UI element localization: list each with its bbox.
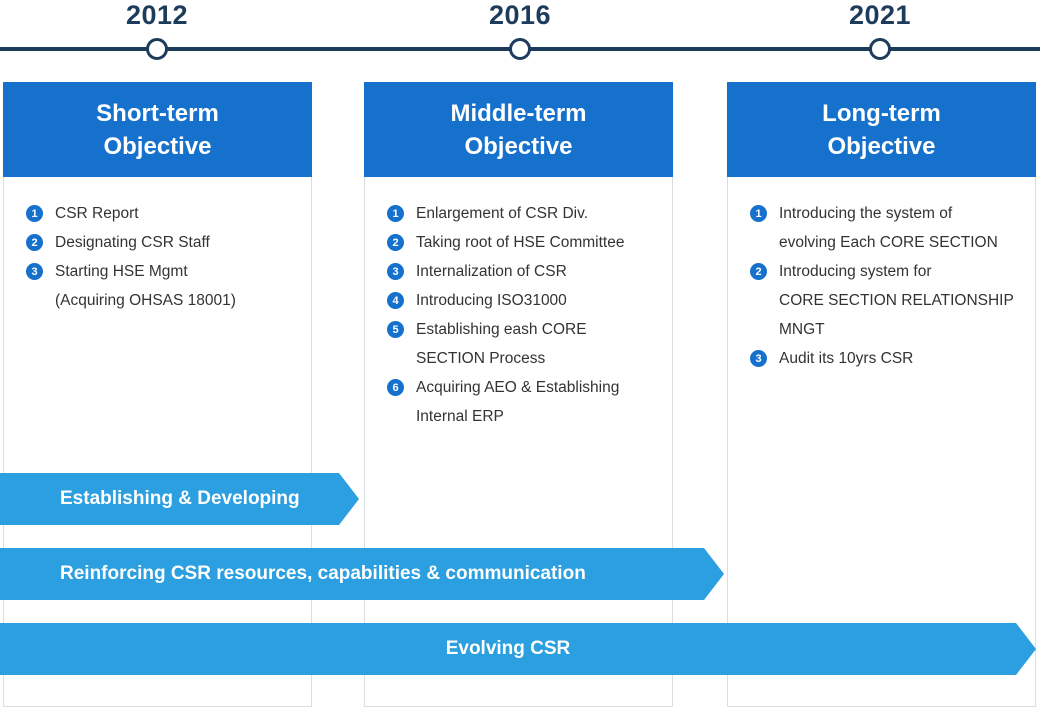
list-item-text: CSR Report <box>55 205 139 222</box>
arrow-evolving-csr: Evolving CSR <box>0 623 1036 675</box>
long-term-title-line2: Objective <box>827 132 936 160</box>
short-term-header: Short-term Objective <box>3 82 312 177</box>
middle-term-title-line2: Objective <box>464 132 573 160</box>
list-item-text: Audit its 10yrs CSR <box>779 350 914 367</box>
list-item: 4 Introducing ISO31000 <box>387 286 672 315</box>
middle-term-header: Middle-term Objective <box>364 82 673 177</box>
number-badge-icon: 6 <box>387 379 404 396</box>
list-item-text: Introducing ISO31000 <box>416 292 567 309</box>
list-item: 1 Introducing the system of evolving Eac… <box>750 199 1035 257</box>
list-item: 2 Introducing system for CORE SECTION RE… <box>750 257 1035 344</box>
list-item: 2 Designating CSR Staff <box>26 228 311 257</box>
middle-term-title-line1: Middle-term <box>450 99 587 127</box>
list-item: 6 Acquiring AEO & Establishing Internal … <box>387 373 672 431</box>
short-term-objective-list: 1 CSR Report 2 Designating CSR Staff 3 S… <box>4 177 311 315</box>
arrow-label: Establishing & Developing <box>60 488 300 509</box>
list-item-text: Internalization of CSR <box>416 263 567 280</box>
list-item-text: Enlargement of CSR Div. <box>416 205 588 222</box>
short-term-title-line1: Short-term <box>96 99 219 127</box>
number-badge-icon: 2 <box>750 263 767 280</box>
list-item: 3 Audit its 10yrs CSR <box>750 344 1035 373</box>
number-badge-icon: 5 <box>387 321 404 338</box>
number-badge-icon: 2 <box>387 234 404 251</box>
list-item: 2 Taking root of HSE Committee <box>387 228 672 257</box>
number-badge-icon: 1 <box>750 205 767 222</box>
arrow-label: Evolving CSR <box>445 638 571 659</box>
list-item-text: Introducing the system of evolving Each … <box>779 205 998 251</box>
number-badge-icon: 2 <box>26 234 43 251</box>
arrow-establishing-developing: Establishing & Developing <box>0 473 359 525</box>
list-item: 1 CSR Report <box>26 199 311 228</box>
long-term-header: Long-term Objective <box>727 82 1036 177</box>
list-item: 1 Enlargement of CSR Div. <box>387 199 672 228</box>
arrow-label: Reinforcing CSR resources, capabilities … <box>60 563 586 584</box>
number-badge-icon: 4 <box>387 292 404 309</box>
list-item-text: Taking root of HSE Committee <box>416 234 625 251</box>
number-badge-icon: 1 <box>26 205 43 222</box>
arrow-reinforcing-csr: Reinforcing CSR resources, capabilities … <box>0 548 724 600</box>
list-item-text: Designating CSR Staff <box>55 234 210 251</box>
middle-term-objective-list: 1 Enlargement of CSR Div. 2 Taking root … <box>365 177 672 431</box>
long-term-objective-list: 1 Introducing the system of evolving Eac… <box>728 177 1035 373</box>
number-badge-icon: 3 <box>750 350 767 367</box>
list-item-text: Introducing system for CORE SECTION RELA… <box>779 263 1014 338</box>
number-badge-icon: 3 <box>387 263 404 280</box>
list-item: 3 Starting HSE Mgmt (Acquiring OHSAS 180… <box>26 257 311 315</box>
timeline-marker-2016 <box>509 38 531 60</box>
list-item: 3 Internalization of CSR <box>387 257 672 286</box>
number-badge-icon: 1 <box>387 205 404 222</box>
long-term-title-line1: Long-term <box>822 99 941 127</box>
list-item-text: Establishing eash CORE SECTION Process <box>416 321 587 367</box>
timeline-marker-2012 <box>146 38 168 60</box>
middle-term-column: Middle-term Objective 1 Enlargement of C… <box>364 82 673 707</box>
year-label-2016: 2016 <box>488 0 552 30</box>
year-label-2021: 2021 <box>848 0 912 30</box>
list-item: 5 Establishing eash CORE SECTION Process <box>387 315 672 373</box>
timeline-marker-2021 <box>869 38 891 60</box>
number-badge-icon: 3 <box>26 263 43 280</box>
short-term-column: Short-term Objective 1 CSR Report 2 Desi… <box>3 82 312 707</box>
list-item-text: Acquiring AEO & Establishing Internal ER… <box>416 379 620 425</box>
short-term-title-line2: Objective <box>103 132 212 160</box>
long-term-column: Long-term Objective 1 Introducing the sy… <box>727 82 1036 707</box>
list-item-text: Starting HSE Mgmt (Acquiring OHSAS 18001… <box>55 263 236 309</box>
year-label-2012: 2012 <box>125 0 189 30</box>
